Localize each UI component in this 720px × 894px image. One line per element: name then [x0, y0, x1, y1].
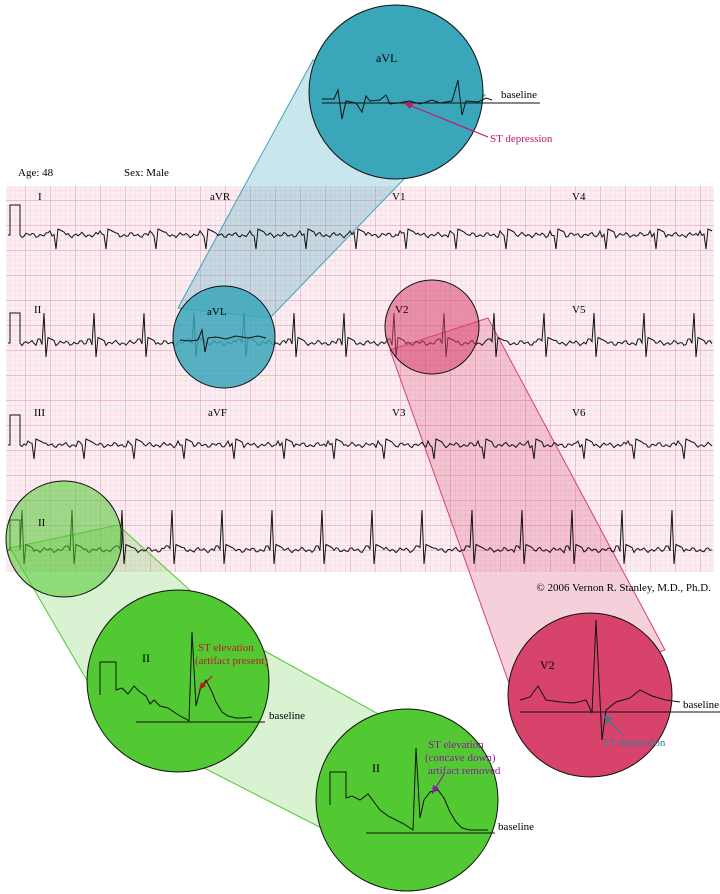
- lead-label-v1: V1: [392, 191, 405, 203]
- avl-callout-lead: aVL: [376, 51, 397, 65]
- ii-artifact-callout: II baseline ST elevation (artifact prese…: [86, 589, 305, 773]
- ecg-trace-row-3: [8, 414, 713, 460]
- v2-callout-baseline: baseline: [683, 699, 719, 711]
- ii-clean-baseline: baseline: [498, 821, 534, 833]
- ecg-trace-row-4: [8, 509, 713, 565]
- avl-highlight-label: aVL: [207, 306, 227, 318]
- v2-callout-note: ST depression: [603, 737, 666, 749]
- lead-label-i: I: [38, 191, 42, 203]
- lead-label-v6: V6: [572, 407, 586, 419]
- lead-label-v4: V4: [572, 191, 586, 203]
- ii-clean-note-line2: (concave down): [425, 752, 496, 764]
- lead-label-avr: aVR: [210, 191, 231, 203]
- v2-callout: V2 baseline ST depression: [507, 612, 720, 778]
- avl-callout-baseline: baseline: [501, 89, 537, 101]
- ii-clean-note-line3: artifact removed: [428, 765, 501, 777]
- avl-callout: aVL baseline ST depression: [308, 4, 553, 180]
- ecg-grid: [6, 186, 714, 572]
- lead-label-v5: V5: [572, 304, 586, 316]
- ii-clean-note-line1: ST elevation: [428, 739, 484, 751]
- ii-artifact-baseline: baseline: [269, 710, 305, 722]
- ecg-traces: [8, 204, 713, 565]
- v2-callout-lead: V2: [540, 658, 555, 672]
- ecg-trace-row-2: [8, 312, 713, 358]
- ii-highlight-label: II: [38, 517, 46, 529]
- ii-artifact-note-line2: (artifact present): [195, 655, 268, 667]
- sex-label: Sex: Male: [124, 167, 169, 179]
- avl-callout-note: ST depression: [490, 133, 553, 145]
- lead-label-iii: III: [34, 407, 45, 419]
- ii-clean-lead: II: [372, 761, 380, 775]
- age-label: Age: 48: [18, 167, 54, 179]
- avl-highlight: aVL: [172, 285, 276, 389]
- ecg-trace-row-1: [8, 204, 713, 250]
- lead-label-v3: V3: [392, 407, 406, 419]
- ii-artifact-note-line1: ST elevation: [198, 642, 254, 654]
- ii-artifact-lead: II: [142, 651, 150, 665]
- v2-highlight: V2: [384, 279, 480, 375]
- v2-highlight-label: V2: [395, 304, 408, 316]
- lead-label-ii: II: [34, 304, 42, 316]
- ii-highlight: II: [5, 480, 123, 598]
- lead-labels: I aVR V1 V4 II V5 III aVF V3 V6: [34, 191, 586, 419]
- lead-label-avf: aVF: [208, 407, 227, 419]
- ii-clean-callout: II baseline ST elevation (concave down) …: [315, 708, 534, 892]
- copyright: © 2006 Vernon R. Stanley, M.D., Ph.D.: [536, 582, 711, 594]
